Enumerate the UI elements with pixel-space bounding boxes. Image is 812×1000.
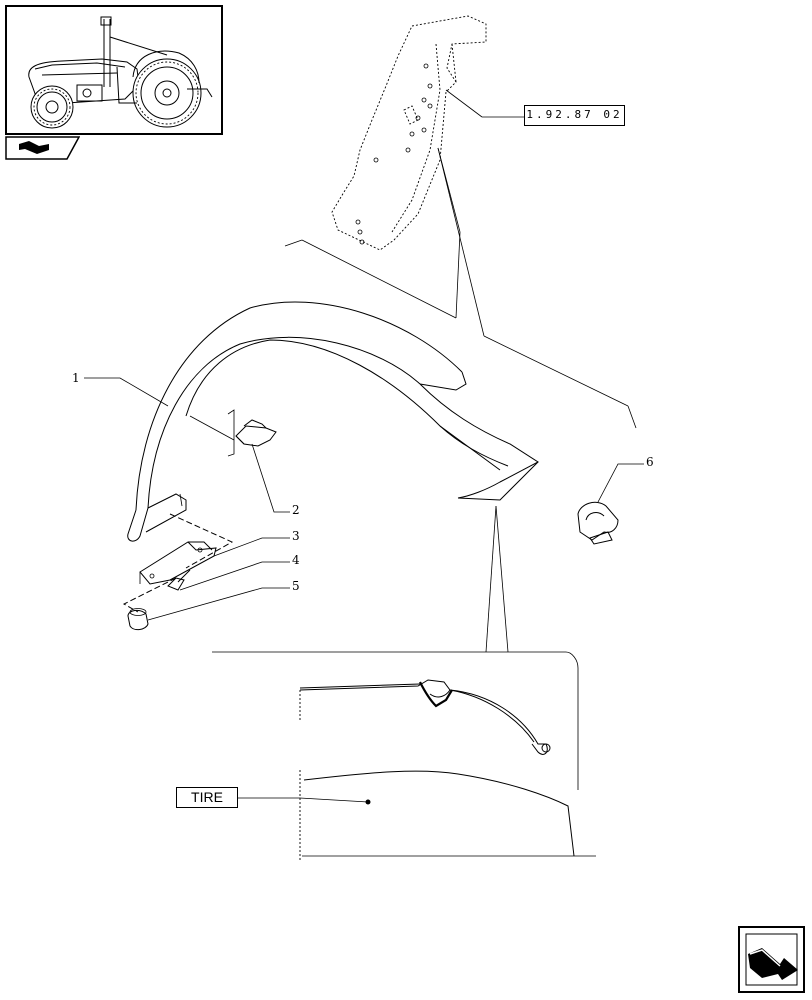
section-detail	[212, 651, 596, 860]
reference-code: 1.92.87 02	[526, 108, 623, 121]
clip-part-6	[577, 501, 619, 545]
callout-4: 4	[292, 553, 300, 567]
callout-6: 6	[646, 455, 654, 469]
clip-part-2	[189, 409, 277, 457]
callout-5: 5	[292, 579, 300, 593]
tire-label: TIRE	[191, 789, 223, 805]
fender-bracket-panel	[331, 15, 487, 251]
tractor-thumbnail-icon	[5, 5, 223, 135]
callout-3: 3	[292, 529, 300, 543]
callout-2: 2	[292, 503, 300, 517]
tire-label-box: TIRE	[176, 787, 238, 808]
bracket-part-3	[139, 541, 217, 585]
nut-part-5	[127, 608, 149, 631]
reference-code-box[interactable]: 1.92.87 02	[524, 105, 625, 126]
section-tab-icon[interactable]	[5, 136, 80, 160]
next-page-arrow-icon[interactable]	[738, 926, 805, 993]
fender	[127, 301, 539, 542]
callout-1: 1	[72, 371, 80, 385]
bolt-part-4	[167, 569, 191, 591]
